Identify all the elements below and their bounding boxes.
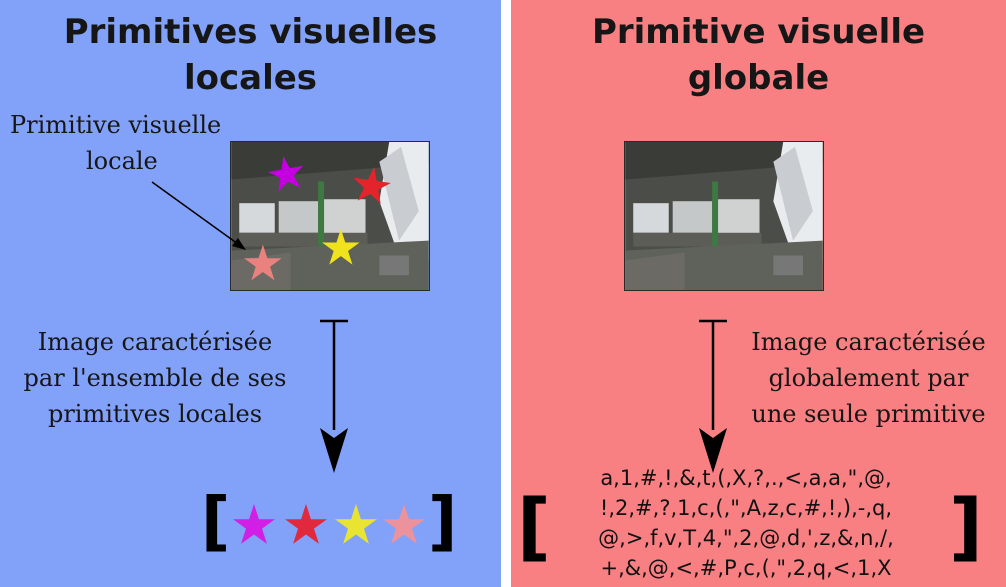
panel-title-line1: Primitive visuelle [591,12,926,52]
local-caption: Image caractérisée par l'ensemble de ses… [0,324,310,432]
global-descriptor: a,1,#,!,&,t,(,X,?,.,<,a,a,",@, !,2,#,?,1… [541,463,951,583]
feature-vector [228,498,428,554]
caption-line2: globalement par [768,364,969,392]
caption-line1: Image caractérisée [751,328,986,356]
purple-star [268,156,304,192]
close-bracket: ] [428,485,458,559]
global-feature-panel: Primitive visuelle globale Image caracté… [511,0,1006,587]
panel-title-line2: locales [183,58,318,98]
pink-star [244,244,282,281]
descriptor-line: !,2,#,?,1,c,(,",A,z,c,#,!,),-,q, [599,496,893,520]
close-bracket: ] [949,484,983,570]
caption-line2: par l'ensemble de ses [23,364,287,392]
down-arrow [314,318,354,478]
annotation-label-line1: Primitive visuelle [10,111,222,139]
pink-star [383,504,425,544]
descriptor-line: a,1,#,!,&,t,(,X,?,.,<,a,a,",@, [600,466,892,490]
caption-line3: primitives locales [47,400,263,428]
scene-photo [624,141,824,291]
down-arrow [693,318,733,478]
descriptor-line: +,&,@,<,#,P,c,(,",2,q,<,1,X [600,556,892,580]
local-features-panel: Primitives visuelles locales Primitive v… [0,0,501,587]
magenta-star [233,504,275,544]
scene-photo [230,141,430,291]
annotation-label-line2: locale [86,147,158,175]
open-bracket: [ [201,485,231,559]
caption-line1: Image caractérisée [37,328,273,356]
global-caption: Image caractérisée globalement par une s… [731,324,1006,432]
yellow-star [335,504,377,544]
panel-title-line1: Primitives visuelles [63,12,438,52]
descriptor-line: @,>,f,v,T,4,",2,@,d,',z,&,n,/, [598,526,894,550]
caption-line3: une seule primitive [751,400,986,428]
red-star [353,166,391,204]
yellow-star [322,228,360,265]
crimson-star [285,504,327,544]
open-bracket: [ [517,484,551,570]
panel-title-line2: globale [687,58,830,98]
